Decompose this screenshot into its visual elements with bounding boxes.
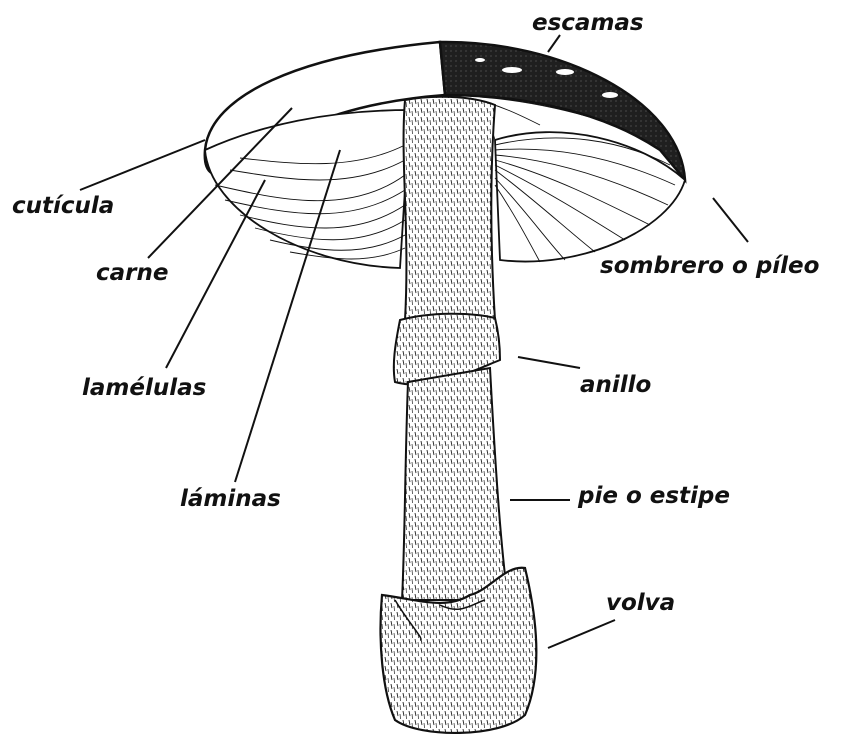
stem — [394, 97, 508, 600]
label-sombrero: sombrero o píleo — [600, 255, 819, 278]
label-cuticula: cutícula — [12, 195, 114, 218]
label-lamelulas: lamélulas — [82, 377, 206, 400]
leader-lamelulas — [166, 180, 265, 368]
gills-right — [495, 132, 685, 261]
label-carne: carne — [96, 262, 168, 285]
leader-cuticula — [80, 140, 205, 190]
leader-escamas — [548, 35, 560, 52]
label-laminas: láminas — [180, 488, 281, 511]
leader-volva — [548, 620, 615, 648]
label-pie: pie o estipe — [578, 485, 730, 508]
leader-sombrero — [713, 198, 748, 242]
label-volva: volva — [606, 592, 675, 615]
leader-anillo — [518, 357, 580, 368]
label-escamas: escamas — [532, 12, 644, 35]
label-anillo: anillo — [580, 374, 651, 397]
